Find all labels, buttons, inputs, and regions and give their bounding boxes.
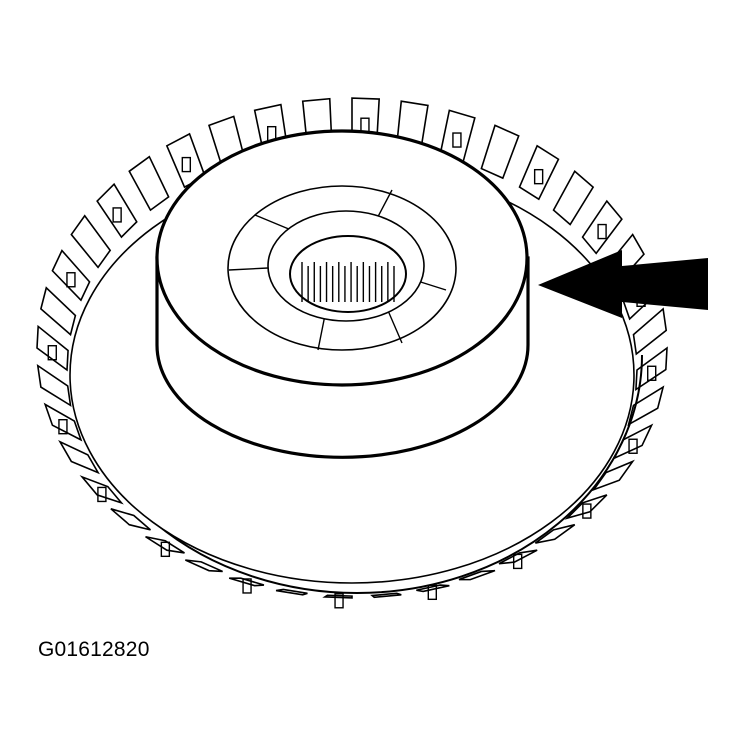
drum-tooth [498, 549, 538, 565]
hub-bore [289, 235, 407, 313]
drum-tooth [370, 592, 402, 599]
drum-tooth [591, 459, 635, 492]
drum-tooth [534, 523, 576, 544]
drum-tooth-window [628, 438, 638, 454]
drum-tooth [43, 402, 83, 442]
drum-tooth-window [647, 365, 657, 381]
drum-tooth-window [334, 593, 344, 609]
drum-tooth [518, 144, 560, 201]
drum-tooth-window [160, 541, 171, 558]
drum-tooth-window [181, 156, 192, 173]
drum-tooth [51, 249, 91, 302]
drum-tooth-window [112, 207, 122, 223]
drum-tooth [552, 170, 595, 226]
drum-tooth [145, 535, 185, 554]
drum-tooth-window [97, 486, 107, 503]
drum-tooth-window [58, 419, 68, 435]
drum-tooth [36, 363, 72, 407]
drum-tooth-window [47, 345, 57, 361]
drum-tooth [39, 286, 77, 337]
inner-spline [301, 262, 395, 302]
figure-id-label: G01612820 [38, 638, 150, 661]
drum-tooth [627, 385, 665, 427]
drum-tooth [96, 182, 138, 239]
drum-tooth-window [597, 223, 607, 240]
drum-tooth-window [452, 132, 462, 148]
drum-tooth-window [533, 168, 544, 185]
drum-tooth [58, 440, 100, 475]
drum-tooth [480, 124, 520, 180]
drum-tooth-window [242, 578, 252, 594]
drum-tooth [416, 584, 450, 593]
drum-tooth-window [66, 272, 76, 288]
drum-tooth [581, 199, 623, 255]
drum-tooth [275, 588, 308, 596]
drum-tooth [458, 569, 496, 581]
pointer-arrow [538, 250, 708, 318]
drum-tooth [564, 494, 608, 520]
drum-tooth [632, 307, 668, 356]
drum-tooth [110, 508, 151, 531]
drum-tooth [128, 155, 170, 212]
drum-tooth [36, 324, 69, 372]
drum-tooth-window [512, 553, 523, 570]
drum-tooth [322, 594, 353, 599]
drum-tooth-window [582, 503, 592, 519]
drum-tooth [184, 559, 223, 573]
drum-tooth [228, 577, 265, 587]
drum-tooth [635, 346, 668, 392]
drum-tooth [70, 214, 112, 269]
